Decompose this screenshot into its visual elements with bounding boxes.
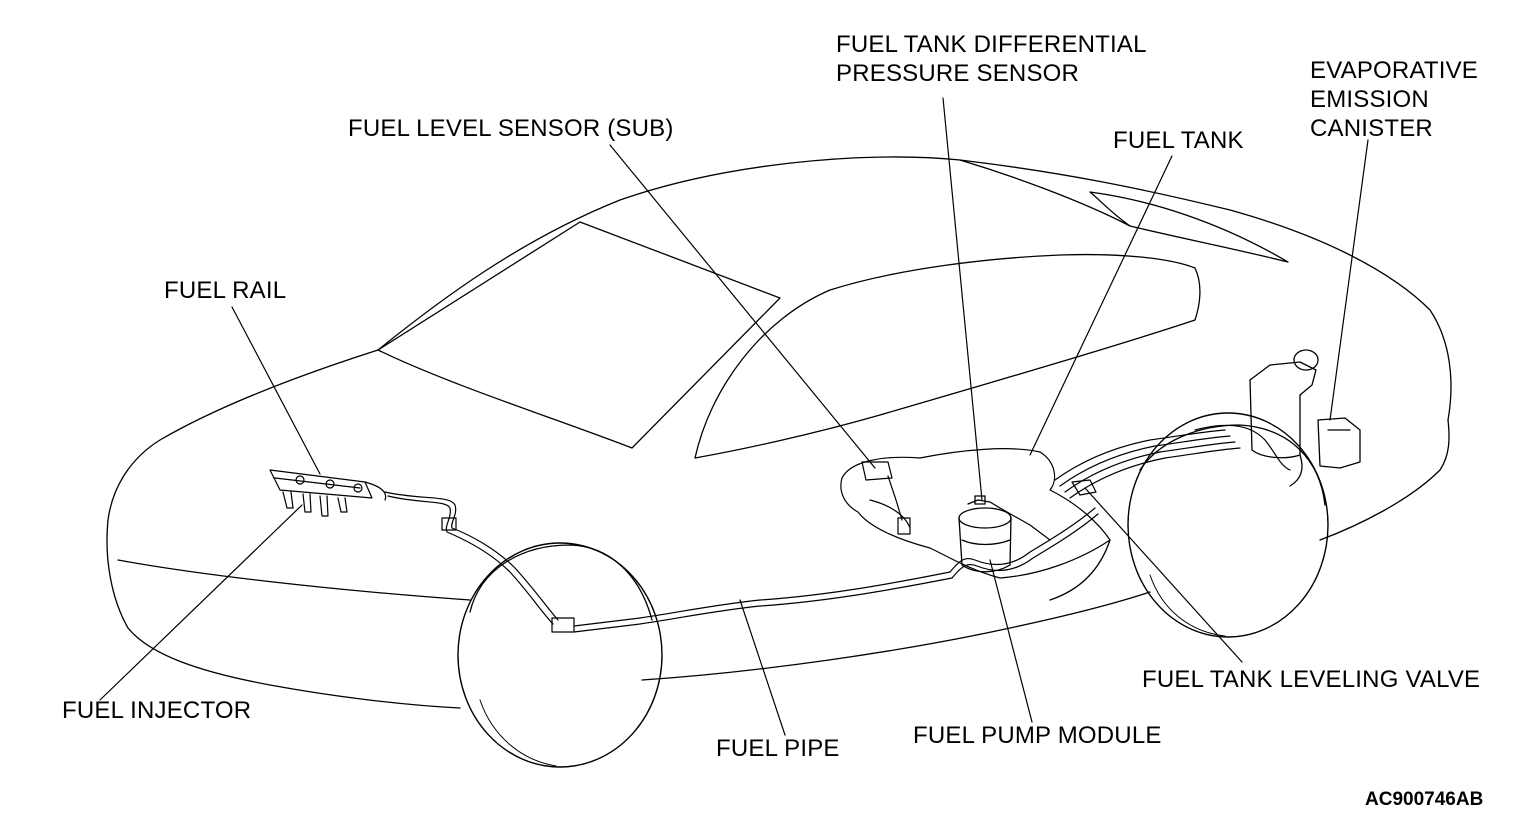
label-line: PRESSURE SENSOR — [836, 60, 1080, 87]
car-body-outline — [107, 157, 1451, 708]
label-evaporative-emission-canister: EVAPORATIVE EMISSION CANISTER — [1310, 56, 1478, 143]
leader-fuel-level-sensor-sub — [610, 145, 875, 468]
rear-wheel — [1128, 413, 1328, 637]
label-fuel-level-sensor-sub: FUEL LEVEL SENSOR (SUB) — [348, 115, 674, 142]
figure-code: AC900746AB — [1365, 789, 1484, 810]
leader-fuel-rail — [232, 307, 320, 474]
label-fuel-tank: FUEL TANK — [1113, 127, 1244, 154]
label-fuel-tank-differential-pressure-sensor: FUEL TANK DIFFERENTIAL PRESSURE SENSOR — [836, 30, 1147, 88]
label-fuel-injector: FUEL INJECTOR — [62, 697, 252, 724]
leader-evaporative-emission-canister — [1330, 140, 1368, 420]
front-wheel — [458, 543, 662, 767]
label-fuel-rail: FUEL RAIL — [164, 277, 287, 304]
fuel-level-sensor-sub-part — [862, 462, 910, 534]
leader-fuel-tank — [1030, 156, 1172, 455]
leader-fuel-tank-diff-pressure-sensor — [943, 98, 982, 500]
fuel-pipe-lines — [385, 425, 1290, 632]
leader-fuel-pipe — [740, 600, 785, 735]
fuel-tank-leveling-valve-part — [1072, 480, 1096, 495]
label-line: CANISTER — [1310, 115, 1433, 142]
leader-fuel-pump-module — [990, 560, 1032, 722]
fuel-injector-parts — [283, 492, 347, 516]
label-line: EVAPORATIVE — [1310, 57, 1479, 84]
fuel-rail-part — [270, 470, 386, 500]
label-line: FUEL TANK DIFFERENTIAL — [836, 31, 1147, 58]
leader-fuel-injector — [100, 505, 302, 700]
fuel-pump-module-part — [959, 496, 1011, 572]
label-fuel-pipe: FUEL PIPE — [716, 735, 840, 762]
evaporative-emission-canister-part — [1250, 350, 1360, 486]
leader-lines — [100, 98, 1368, 735]
label-fuel-tank-leveling-valve: FUEL TANK LEVELING VALVE — [1142, 666, 1481, 693]
label-fuel-pump-module: FUEL PUMP MODULE — [913, 722, 1162, 749]
fuel-tank-body — [841, 449, 1110, 578]
label-line: EMISSION — [1310, 86, 1429, 113]
leader-fuel-tank-leveling-valve — [1085, 488, 1242, 662]
